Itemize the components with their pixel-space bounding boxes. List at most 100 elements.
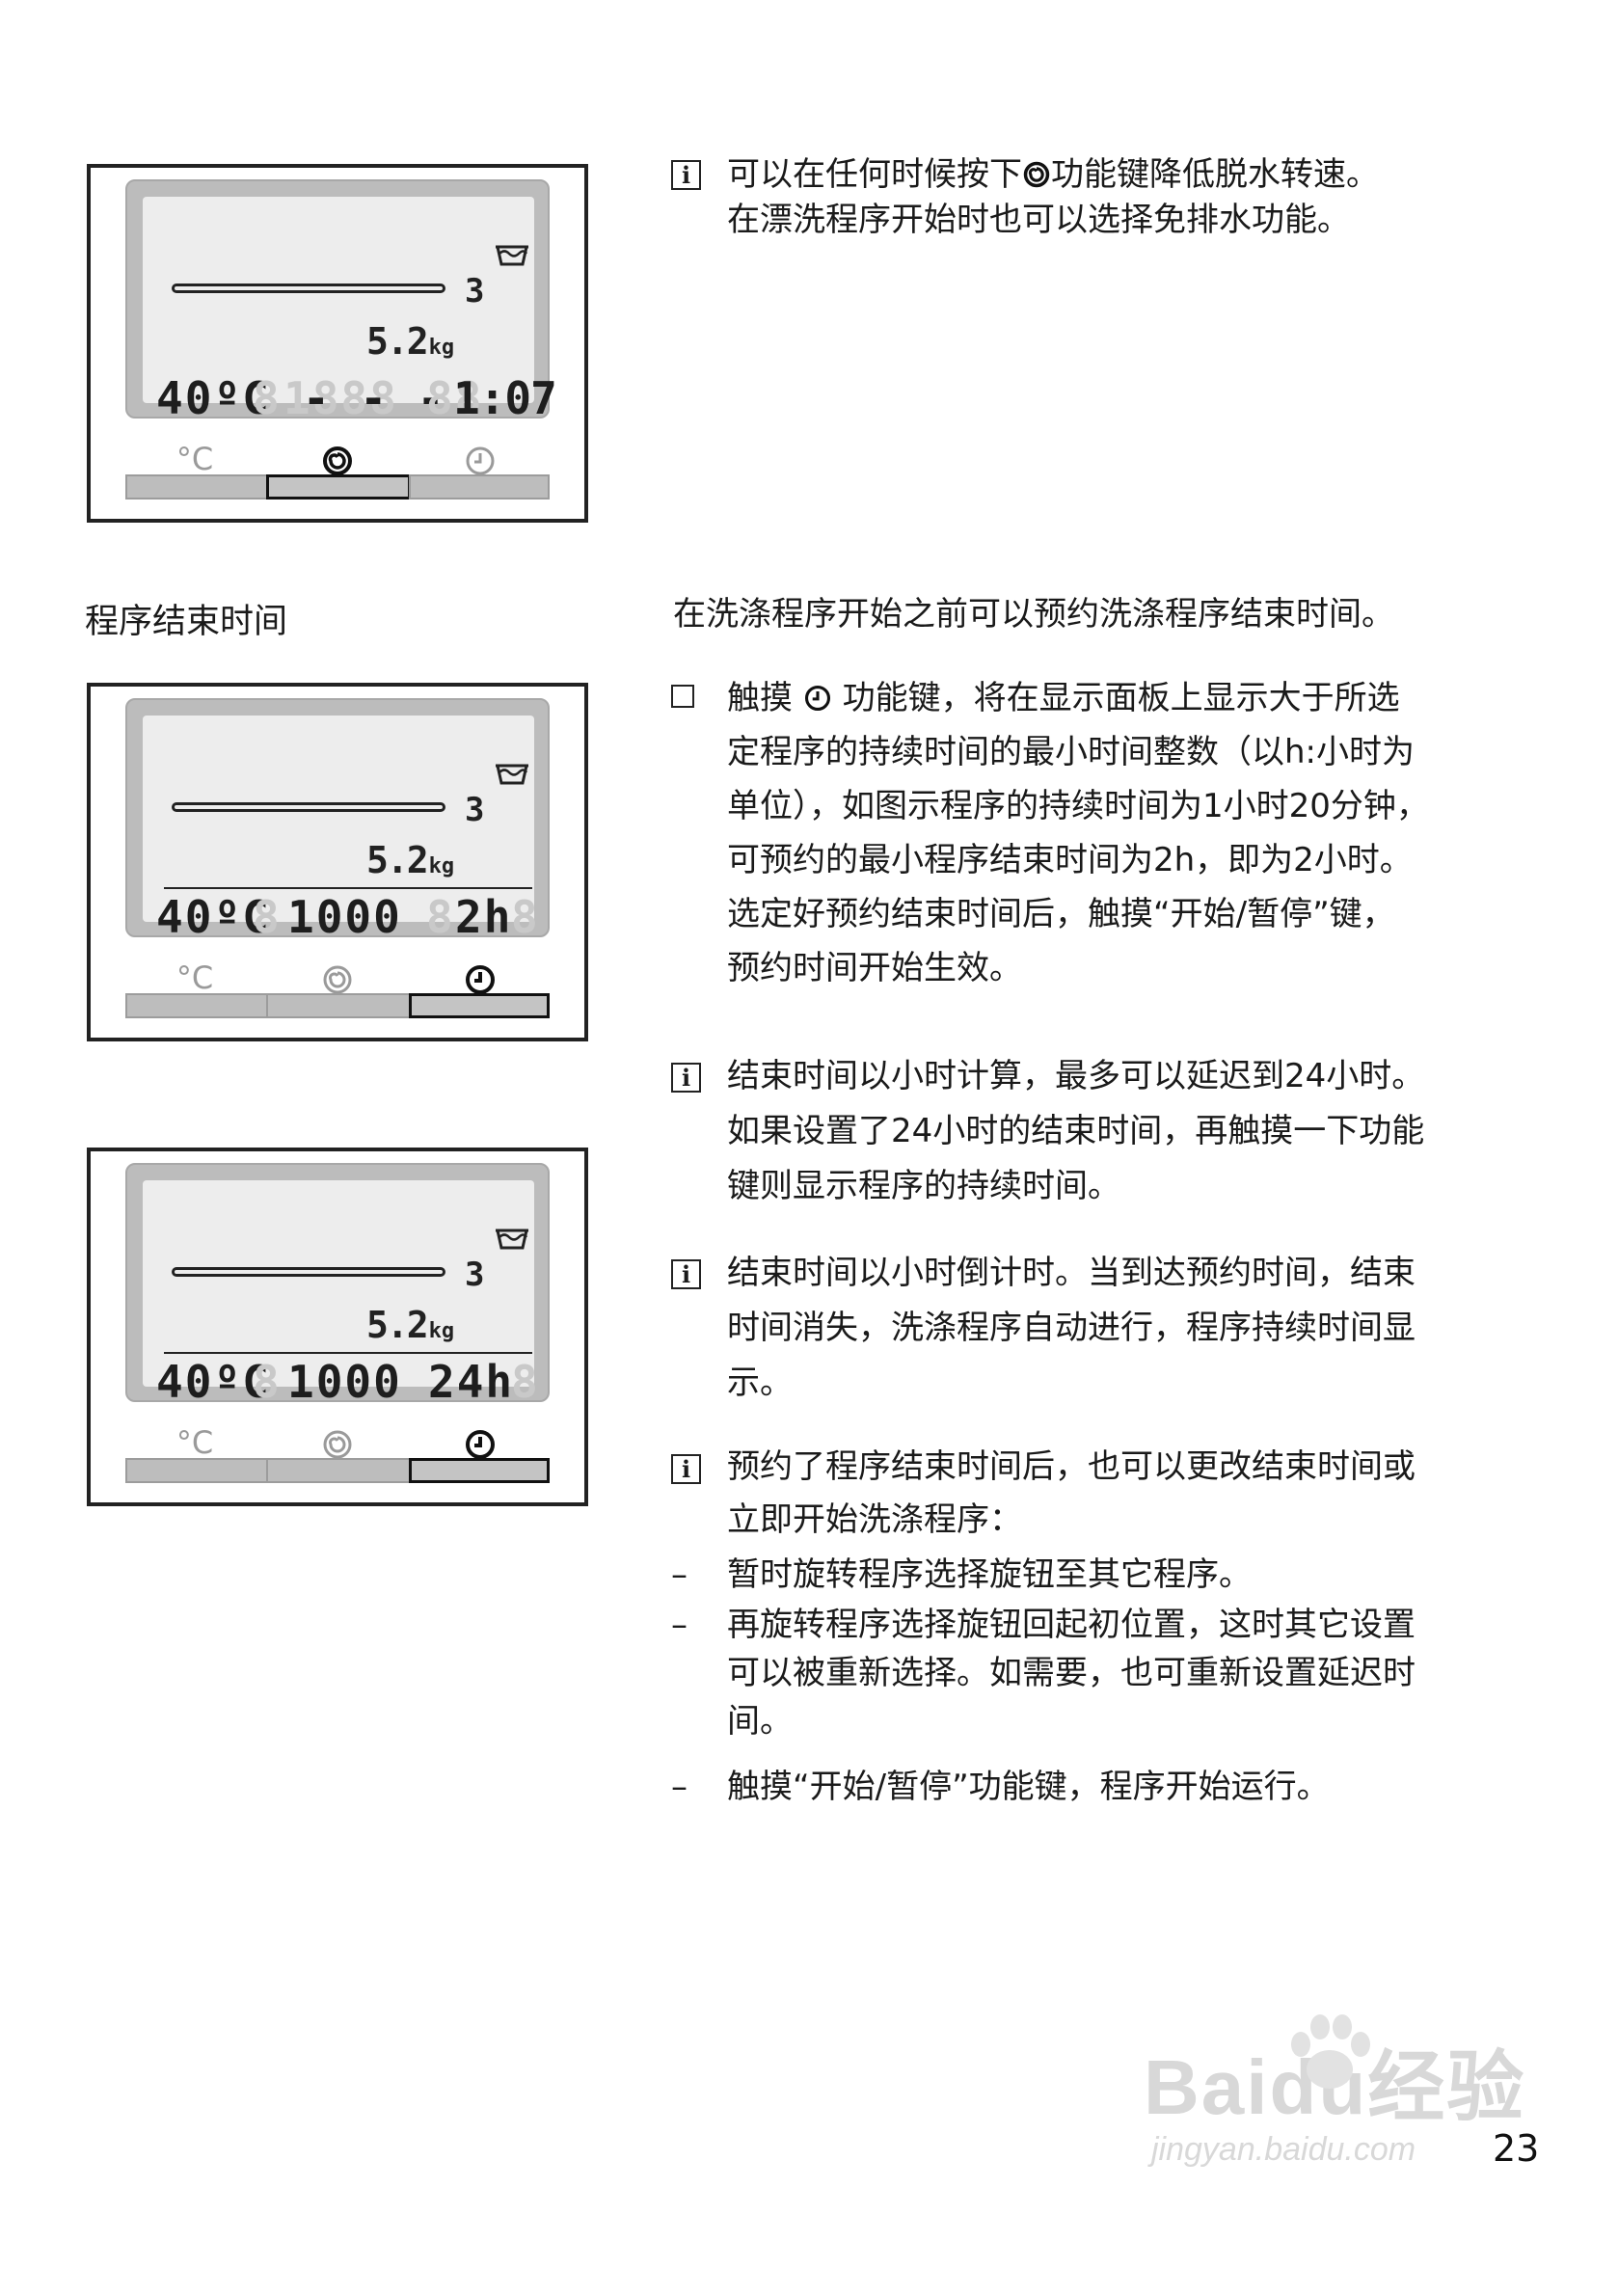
temperature-key[interactable] — [125, 1458, 268, 1483]
spiral-icon — [323, 446, 352, 475]
temperature-segment: 40ºC — [156, 1356, 271, 1408]
rinse-count: 3 — [465, 1256, 485, 1294]
text-line: 定程序的持续时间的最小时间整数（以h:小时为 — [727, 733, 1416, 771]
time-segment: 1:07 — [453, 372, 557, 424]
text-line: 如果设置了24小时的结束时间，再触摸一下功能 — [727, 1112, 1425, 1150]
text-line: 可以在任何时候按下功能键降低脱水转速。 — [727, 155, 1379, 194]
load-weight: 5.2kg — [366, 320, 455, 363]
lcd-bezel: 3 5.2kg 40ºC 8 1000 8 2h 8 — [125, 698, 550, 939]
temperature-ghost-segment: 8 — [253, 372, 282, 424]
text-line: 立即开始洗涤程序： — [727, 1500, 1022, 1539]
text-line: 暂时旋转程序选择旋钮至其它程序。 — [727, 1555, 1252, 1594]
info-note-countdown: i 结束时间以小时倒计时。当到达预约时间，结束 时间消失，洗涤程序自动进行，程序… — [671, 1246, 1595, 1411]
info-icon: i — [671, 1063, 701, 1093]
time-ghost-segment: 8 — [426, 891, 455, 943]
section-intro: 在洗涤程序开始之前可以预约洗涤程序结束时间。 — [673, 595, 1394, 634]
temperature-ghost-segment: 8 — [253, 1356, 282, 1408]
clock-icon — [466, 965, 495, 994]
time-segment: 2h — [455, 891, 513, 943]
step-set-end-time: 触摸 功能键，将在显示面板上显示大于所选 定程序的持续时间的最小时间整数（以h:… — [671, 671, 1595, 995]
basin-icon — [496, 245, 528, 266]
text-line: 预约时间开始生效。 — [727, 949, 1022, 987]
spin-key[interactable] — [266, 1458, 411, 1483]
program-progress-bar — [172, 284, 445, 293]
display-panel-end-time-24h: 3 5.2kg 40ºC 8 1000 24h 8 °C — [87, 1148, 588, 1506]
timer-key-label — [451, 959, 509, 997]
timer-key[interactable] — [409, 474, 550, 500]
load-weight: 5.2kg — [366, 839, 455, 881]
text-line: 示。 — [727, 1364, 793, 1402]
time-ghost-segment: 88 — [426, 372, 484, 424]
info-note-change: i 预约了程序结束时间后，也可以更改结束时间或 立即开始洗涤程序： — [671, 1441, 1595, 1547]
timer-key-label — [451, 440, 509, 478]
dash-item: – 再旋转程序选择旋钮回起初位置，这时其它设置 可以被重新选择。如需要，也可重新… — [671, 1601, 1595, 1745]
dash-item: – 触摸“开始/暂停”功能键，程序开始运行。 — [671, 1765, 1595, 1810]
basin-icon — [496, 1229, 528, 1250]
lcd-screen: 3 5.2kg 40ºC 8 1888 - - - 88 1:07 — [143, 197, 557, 420]
text-line: 选定好预约结束时间后，触摸“开始/暂停”键， — [727, 895, 1395, 933]
time-ghost-segment-trailing: 8 — [511, 891, 540, 943]
spiral-icon — [1023, 161, 1050, 188]
spin-ghost-segment: 1888 — [283, 372, 398, 424]
rinse-count: 3 — [465, 791, 485, 829]
text-line: 再旋转程序选择旋钮回起初位置，这时其它设置 — [727, 1606, 1416, 1644]
text-line: 键则显示程序的持续时间。 — [727, 1167, 1120, 1205]
watermark-sub-text: jingyan.baidu.com — [1151, 2131, 1416, 2168]
timer-key[interactable] — [409, 993, 550, 1018]
time-segment: 24h — [428, 1356, 515, 1408]
info-note-spin: i 可以在任何时候按下功能键降低脱水转速。 在漂洗程序开始时也可以选择免排水功能… — [671, 152, 1595, 243]
lcd-bezel: 3 5.2kg 40ºC 8 1000 24h 8 — [125, 1163, 550, 1408]
lcd-bezel: 3 5.2kg 40ºC 8 1888 - - - 88 1:07 — [125, 179, 557, 420]
load-weight: 5.2kg — [366, 1304, 455, 1346]
text-line: 单位），如图示程序的持续时间为1小时20分钟， — [727, 787, 1429, 825]
text-line: 触摸“开始/暂停”功能键，程序开始运行。 — [727, 1768, 1330, 1806]
spin-segment: 1000 — [287, 1356, 402, 1408]
clock-icon — [804, 685, 830, 712]
clock-icon — [466, 1430, 495, 1459]
basin-icon — [496, 764, 528, 785]
dash-marker: – — [671, 1768, 688, 1806]
checkbox-icon — [671, 685, 694, 708]
timer-key[interactable] — [409, 1458, 550, 1483]
text-line: 结束时间以小时倒计时。当到达预约时间，结束 — [727, 1254, 1416, 1292]
spin-key[interactable] — [266, 993, 411, 1018]
info-icon: i — [671, 1454, 701, 1484]
display-panel-end-time-2h: 3 5.2kg 40ºC 8 1000 8 2h 8 °C — [87, 683, 588, 1041]
program-progress-bar — [172, 802, 445, 812]
lcd-divider — [164, 887, 532, 889]
program-progress-bar — [172, 1267, 445, 1277]
rinse-count: 3 — [465, 272, 485, 311]
text-line: 时间消失，洗涤程序自动进行，程序持续时间显 — [727, 1309, 1416, 1347]
paw-icon — [1291, 2014, 1370, 2089]
info-icon: i — [671, 160, 701, 190]
text-line: 间。 — [727, 1702, 793, 1741]
spin-key-label — [309, 1423, 366, 1462]
spin-key-label — [309, 959, 366, 997]
section-heading: 程序结束时间 — [85, 603, 288, 641]
spin-key-label — [309, 440, 366, 478]
time-ghost-segment-trailing: 8 — [511, 1356, 540, 1408]
text-line: 可预约的最小程序结束时间为2h，即为2小时。 — [727, 841, 1413, 879]
timer-key-label — [451, 1423, 509, 1462]
text-line: 预约了程序结束时间后，也可以更改结束时间或 — [727, 1447, 1416, 1486]
spiral-icon — [323, 1430, 352, 1459]
temperature-key[interactable] — [125, 993, 268, 1018]
temperature-segment: 40ºC — [156, 372, 271, 424]
temperature-ghost-segment: 8 — [253, 891, 282, 943]
dash-marker: – — [671, 1606, 688, 1644]
info-icon: i — [671, 1259, 701, 1289]
spiral-icon — [323, 965, 352, 994]
lcd-divider — [164, 1352, 532, 1354]
text-line: 触摸 功能键，将在显示面板上显示大于所选 — [727, 679, 1400, 717]
text-line: 结束时间以小时计算，最多可以延迟到24小时。 — [727, 1057, 1425, 1095]
dash-marker: – — [671, 1555, 688, 1594]
temperature-key[interactable] — [125, 474, 268, 500]
temperature-key-label: °C — [175, 959, 214, 996]
dash-item: – 暂时旋转程序选择旋钮至其它程序。 — [671, 1553, 1595, 1598]
lcd-screen: 3 5.2kg 40ºC 8 1000 8 2h 8 — [143, 716, 538, 939]
temperature-key-label: °C — [175, 441, 214, 477]
spin-segment: 1000 — [287, 891, 402, 943]
temperature-key-label: °C — [175, 1424, 214, 1461]
text-line: 在漂洗程序开始时也可以选择免排水功能。 — [727, 201, 1350, 239]
spin-key[interactable] — [266, 474, 411, 500]
